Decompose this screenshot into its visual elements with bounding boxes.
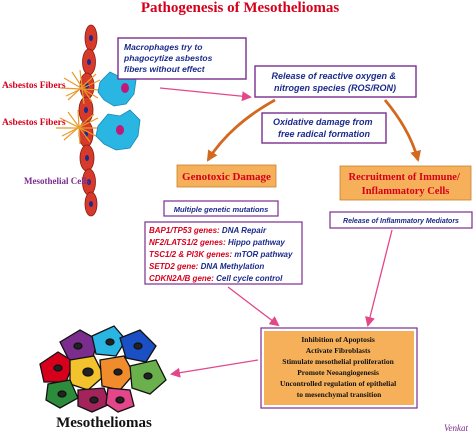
arrow-genes-to-outcomes (227, 286, 280, 327)
arrow-outcomes-to-tumor (170, 359, 259, 378)
page-title: Pathogenesis of Mesotheliomas (141, 0, 339, 16)
arrow-ros-to-genotoxic (206, 98, 276, 162)
mesothelial-cells-label: Mesothelial Cells (24, 176, 90, 186)
ros-box-text: Release of reactive oxygen & nitrogen sp… (271, 71, 398, 93)
mutations-label: Multiple genetic mutations (174, 205, 269, 214)
gene-item: TSC1/2 & PI3K genes: mTOR pathway (149, 250, 293, 259)
ros-box (254, 65, 417, 98)
genotoxic-damage-label: Genotoxic Damage (182, 171, 271, 183)
mesothelioma-tumor-icon (39, 325, 167, 413)
gene-item: SETD2 gene: DNA Methylation (149, 262, 264, 271)
genotoxic-damage-box (176, 164, 277, 188)
macrophage-bottom-icon (95, 109, 141, 151)
arrow-ros-to-recruitment (383, 99, 421, 162)
mesotheliomas-label: Mesotheliomas (56, 415, 152, 431)
author-signature: Venkat (444, 423, 468, 433)
mediators-label: Release of Inflammatory Mediators (343, 218, 459, 225)
gene-list-box (144, 221, 303, 285)
gene-list: BAP1/TP53 genes: DNA Repair NF2/LATS1/2 … (149, 226, 293, 283)
asbestos-fibers-label-bottom: Asbestos Fibers (2, 118, 66, 128)
macrophage-box-text: Macrophages try to phagocytize asbestos … (123, 42, 215, 74)
recruitment-label: Recruitment of Immune/ Inflammatory Cell… (348, 172, 462, 197)
outcomes-box (264, 331, 414, 405)
asbestos-fibers-top-icon (59, 69, 103, 105)
arrow-mediators-to-outcomes (365, 229, 393, 327)
asbestos-fibers-label-top: Asbestos Fibers (2, 81, 66, 91)
gene-item: NF2/LATS1/2 genes: Hippo pathway (149, 238, 285, 247)
mediators-box (329, 211, 473, 229)
asbestos-fibers-bottom-icon (56, 109, 100, 145)
outcomes-list: Inhibition of Apoptosis Activate Fibrobl… (280, 335, 398, 399)
macrophage-box (117, 37, 247, 80)
gene-item: BAP1/TP53 genes: DNA Repair (149, 226, 267, 235)
oxidative-damage-text: Oxidative damage from free radical forma… (273, 117, 375, 139)
arrow-macrophage-to-ros (159, 87, 252, 102)
mutations-box (163, 200, 279, 217)
gene-item: CDKN2A/B gene: Cell cycle control (149, 274, 283, 283)
oxidative-damage-box (261, 112, 387, 144)
recruitment-box (339, 165, 472, 201)
